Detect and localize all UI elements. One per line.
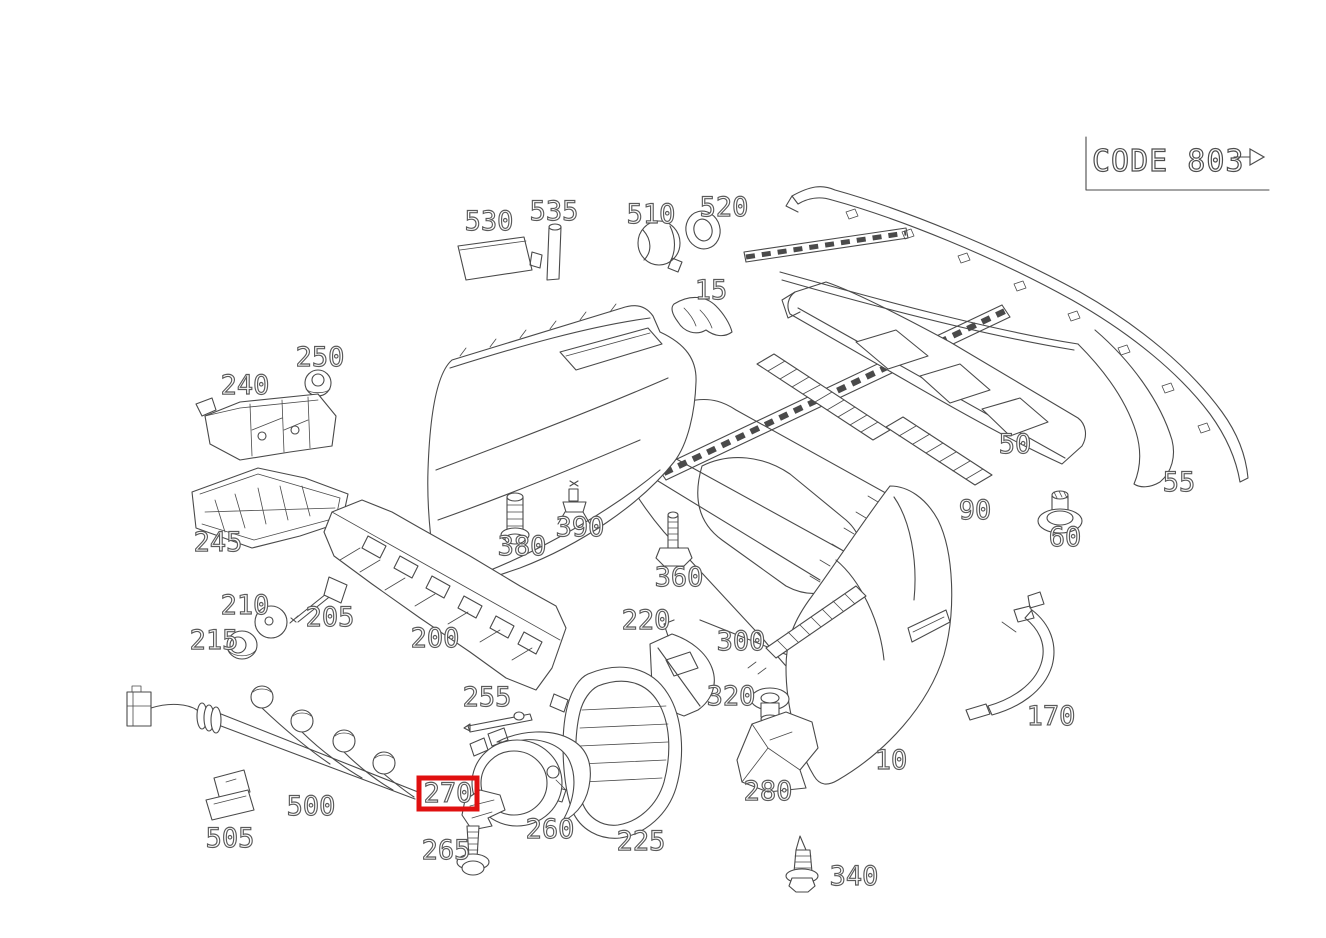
part-label-300[interactable]: 300 xyxy=(716,625,766,657)
pin-535-drawing xyxy=(546,223,562,281)
part-label-220[interactable]: 220 xyxy=(621,604,671,636)
part-label-500[interactable]: 500 xyxy=(286,790,336,822)
part-label-50[interactable]: 50 xyxy=(998,428,1032,460)
bracket-240-drawing xyxy=(195,393,337,461)
code-legend: CODE 803 xyxy=(1085,136,1270,191)
right-arrow-icon xyxy=(1233,147,1266,167)
bumper-cover-upper-drawing xyxy=(427,303,697,588)
part-label-520[interactable]: 520 xyxy=(699,191,749,223)
trim-strip-300-drawing xyxy=(747,585,867,675)
carrier-200-drawing xyxy=(323,499,567,691)
impact-absorber-90-drawing xyxy=(756,353,993,486)
part-label-55[interactable]: 55 xyxy=(1162,466,1196,498)
part-label-260[interactable]: 260 xyxy=(525,813,575,845)
part-label-240[interactable]: 240 xyxy=(220,369,270,401)
washer-210-drawing xyxy=(254,605,288,639)
part-label-215[interactable]: 215 xyxy=(189,624,239,656)
part-label-15[interactable]: 15 xyxy=(694,274,728,306)
diffuser-panel-50-drawing xyxy=(781,281,1087,465)
screw-265-drawing xyxy=(456,825,490,876)
part-label-250[interactable]: 250 xyxy=(295,341,345,373)
part-label-265[interactable]: 265 xyxy=(421,834,471,866)
part-label-505[interactable]: 505 xyxy=(205,822,255,854)
part-label-255[interactable]: 255 xyxy=(462,681,512,713)
screw-360-drawing xyxy=(655,511,693,567)
part-label-270[interactable]: 270 xyxy=(423,777,473,809)
nut-215-drawing xyxy=(226,630,258,660)
bracket-245-drawing xyxy=(191,467,349,549)
part-label-280[interactable]: 280 xyxy=(743,775,793,807)
part-label-205[interactable]: 205 xyxy=(305,601,355,633)
part-label-390[interactable]: 390 xyxy=(555,511,605,543)
part-label-535[interactable]: 535 xyxy=(529,195,579,227)
bolt-380-drawing xyxy=(500,492,530,545)
sensor-510-drawing xyxy=(637,220,683,273)
grommet-250-drawing xyxy=(304,369,332,397)
code-label: CODE 803 xyxy=(1092,144,1245,179)
corner-trim-170-drawing xyxy=(965,591,1055,721)
molding-55-drawing xyxy=(779,186,1249,488)
sensor-ring-520-drawing xyxy=(685,210,721,250)
part-label-210[interactable]: 210 xyxy=(220,589,270,621)
code-legend-border xyxy=(1085,136,1270,191)
part-label-360[interactable]: 360 xyxy=(654,561,704,593)
clip-505-drawing xyxy=(205,769,255,821)
part-label-530[interactable]: 530 xyxy=(464,205,514,237)
part-label-510[interactable]: 510 xyxy=(626,198,676,230)
part-label-225[interactable]: 225 xyxy=(616,825,666,857)
part-label-380[interactable]: 380 xyxy=(497,530,547,562)
control-module-530-drawing xyxy=(457,236,543,281)
selected-part-highlight-box xyxy=(416,775,480,812)
side-panel-225-drawing xyxy=(547,666,683,839)
part-label-320[interactable]: 320 xyxy=(706,680,756,712)
screw-340-drawing xyxy=(785,835,819,893)
part-label-340[interactable]: 340 xyxy=(829,860,879,892)
pin-255-drawing xyxy=(463,711,533,733)
part-label-60[interactable]: 60 xyxy=(1048,521,1082,553)
part-label-10[interactable]: 10 xyxy=(874,744,908,776)
wiring-harness-500-drawing xyxy=(126,685,419,800)
grommet-60-drawing xyxy=(1037,490,1083,534)
part-label-200[interactable]: 200 xyxy=(410,622,460,654)
bolt-205-drawing xyxy=(289,576,348,624)
part-label-170[interactable]: 170 xyxy=(1026,700,1076,732)
bracket-15-drawing xyxy=(671,296,733,337)
clip-390-drawing xyxy=(557,480,591,525)
part-label-245[interactable]: 245 xyxy=(193,526,243,558)
part-label-90[interactable]: 90 xyxy=(958,494,992,526)
bracket-280-drawing xyxy=(736,711,819,793)
clip-270-drawing xyxy=(461,789,506,831)
bumper-cover-10-drawing xyxy=(785,485,953,785)
